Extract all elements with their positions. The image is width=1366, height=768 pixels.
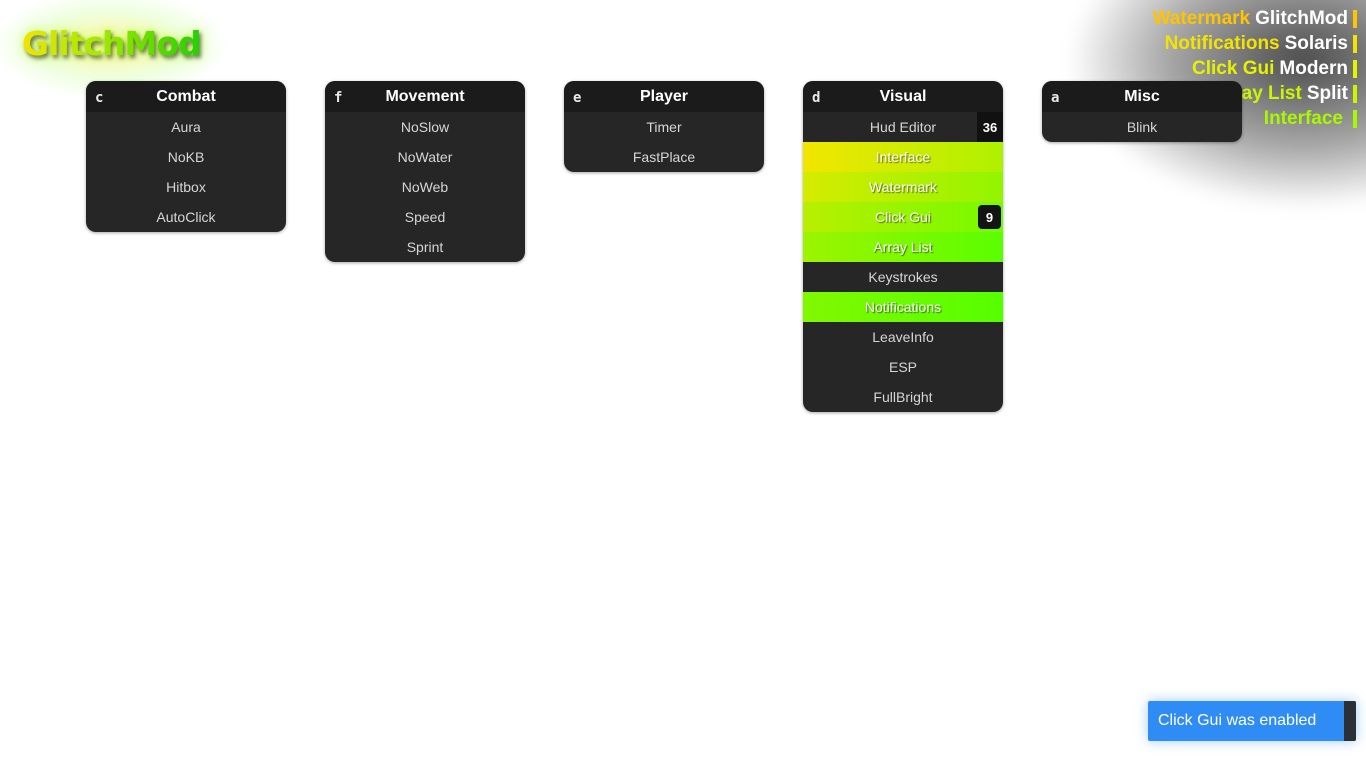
category-movement-icon: f	[334, 90, 343, 106]
module-label: FastPlace	[632, 149, 696, 165]
module-esp[interactable]: ESP	[803, 352, 1003, 382]
module-label: Blink	[1126, 119, 1158, 135]
module-label: FullBright	[873, 389, 933, 405]
module-fullbright[interactable]: FullBright	[803, 382, 1003, 412]
module-label: Hitbox	[166, 179, 206, 195]
array-list-item: Click Gui Modern	[1192, 56, 1357, 81]
category-visual-icon: d	[812, 90, 821, 106]
module-sprint[interactable]: Sprint	[325, 232, 525, 262]
category-misc-icon: a	[1051, 90, 1060, 106]
panel-title: Player	[639, 87, 689, 105]
panel-title: Movement	[385, 87, 465, 105]
module-label: Sprint	[406, 239, 444, 255]
module-hud-editor[interactable]: Hud Editor 36	[803, 112, 1003, 142]
module-label: Array List	[873, 239, 933, 255]
array-list-color-bar	[1353, 9, 1357, 28]
notification-timer-bar	[1344, 701, 1356, 741]
module-label: Notifications	[864, 299, 942, 315]
module-interface[interactable]: Interface	[803, 142, 1003, 172]
category-combat-icon: c	[95, 90, 104, 106]
array-list-module-mode: Solaris	[1284, 32, 1348, 54]
settings-count-badge: 36	[977, 112, 1003, 142]
notification-message: Click Gui was enabled	[1158, 712, 1317, 729]
array-list-item: Interface	[1264, 106, 1357, 131]
panel-player[interactable]: e Player Timer FastPlace	[564, 81, 764, 172]
panel-header-misc[interactable]: a Misc	[1042, 81, 1242, 112]
array-list-item: Notifications Solaris	[1165, 31, 1357, 56]
module-fastplace[interactable]: FastPlace	[564, 142, 764, 172]
module-leaveinfo[interactable]: LeaveInfo	[803, 322, 1003, 352]
module-watermark[interactable]: Watermark	[803, 172, 1003, 202]
module-array-list[interactable]: Array List	[803, 232, 1003, 262]
module-label: LeaveInfo	[872, 329, 934, 345]
module-noweb[interactable]: NoWeb	[325, 172, 525, 202]
array-list-color-bar	[1353, 109, 1357, 128]
module-noslow[interactable]: NoSlow	[325, 112, 525, 142]
panel-header-visual[interactable]: d Visual	[803, 81, 1003, 112]
module-notifications[interactable]: Notifications	[803, 292, 1003, 322]
module-label: Watermark	[869, 179, 937, 195]
array-list-module-name: Notifications	[1164, 32, 1280, 54]
panel-visual[interactable]: d Visual Hud Editor 36 Interface Waterma…	[803, 81, 1003, 412]
settings-count-badge: 9	[978, 205, 1001, 229]
watermark-logo: GlitchMod	[22, 24, 202, 63]
array-list-item: Watermark GlitchMod	[1153, 6, 1357, 31]
array-list-module-name: Click Gui	[1192, 57, 1275, 79]
array-list-module-mode: GlitchMod	[1255, 7, 1348, 29]
module-autoclick[interactable]: AutoClick	[86, 202, 286, 232]
panel-combat[interactable]: c Combat Aura NoKB Hitbox AutoClick	[86, 81, 286, 232]
panel-title: Misc	[1124, 87, 1160, 105]
module-nokb[interactable]: NoKB	[86, 142, 286, 172]
module-blink[interactable]: Blink	[1042, 112, 1242, 142]
module-click-gui[interactable]: Click Gui 9	[803, 202, 1003, 232]
array-list-color-bar	[1353, 34, 1357, 53]
array-list-color-bar	[1353, 84, 1357, 103]
panel-misc[interactable]: a Misc Blink	[1042, 81, 1242, 142]
array-list-color-bar	[1353, 59, 1357, 78]
module-label: Timer	[646, 119, 682, 135]
array-list-module-mode: Modern	[1279, 57, 1348, 79]
module-speed[interactable]: Speed	[325, 202, 525, 232]
category-player-icon: e	[573, 90, 582, 106]
module-label: Hud Editor	[869, 119, 937, 135]
module-timer[interactable]: Timer	[564, 112, 764, 142]
panel-header-player[interactable]: e Player	[564, 81, 764, 112]
module-label: Speed	[404, 209, 446, 225]
module-label: NoKB	[167, 149, 205, 165]
module-label: NoWater	[397, 149, 453, 165]
array-list-module-name: Interface	[1263, 107, 1343, 129]
module-aura[interactable]: Aura	[86, 112, 286, 142]
module-label: Click Gui	[874, 209, 931, 225]
module-label: NoSlow	[400, 119, 450, 135]
array-list-module-mode: Split	[1306, 82, 1348, 104]
module-label: Aura	[171, 119, 201, 135]
array-list-module-name: Watermark	[1152, 7, 1251, 29]
module-label: AutoClick	[156, 209, 216, 225]
module-keystrokes[interactable]: Keystrokes	[803, 262, 1003, 292]
notification-toast: Click Gui was enabled	[1148, 701, 1356, 741]
module-nowater[interactable]: NoWater	[325, 142, 525, 172]
module-label: NoWeb	[401, 179, 449, 195]
panel-header-combat[interactable]: c Combat	[86, 81, 286, 112]
module-label: ESP	[888, 359, 917, 375]
panel-movement[interactable]: f Movement NoSlow NoWater NoWeb Speed Sp…	[325, 81, 525, 262]
module-hitbox[interactable]: Hitbox	[86, 172, 286, 202]
panel-title: Combat	[156, 87, 216, 105]
panel-header-movement[interactable]: f Movement	[325, 81, 525, 112]
module-label: Interface	[875, 149, 931, 165]
panel-title: Visual	[879, 87, 927, 105]
module-label: Keystrokes	[868, 269, 938, 285]
